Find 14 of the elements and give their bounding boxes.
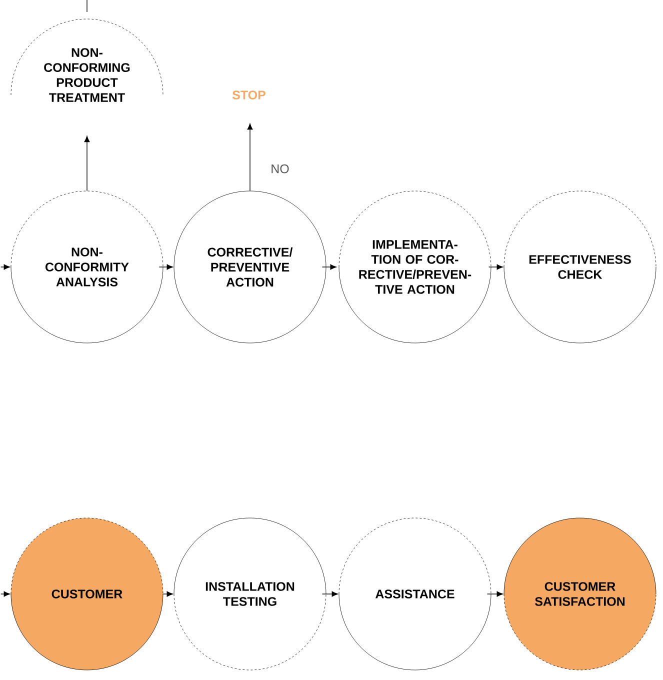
line <box>86 0 88 12</box>
arrow <box>84 136 90 192</box>
process-arc: NON- CONFORMING PRODUCT TREATMENT <box>10 18 164 102</box>
arrow <box>486 591 503 597</box>
arrow <box>322 591 338 597</box>
arrow <box>0 264 10 270</box>
arrow <box>488 264 503 270</box>
arrow <box>247 124 253 192</box>
arrow <box>162 591 173 597</box>
arrow <box>0 591 10 597</box>
arrow <box>158 264 173 270</box>
edge-label: NO <box>272 164 289 174</box>
arrow <box>322 264 336 270</box>
stop-label: STOP <box>232 90 266 100</box>
